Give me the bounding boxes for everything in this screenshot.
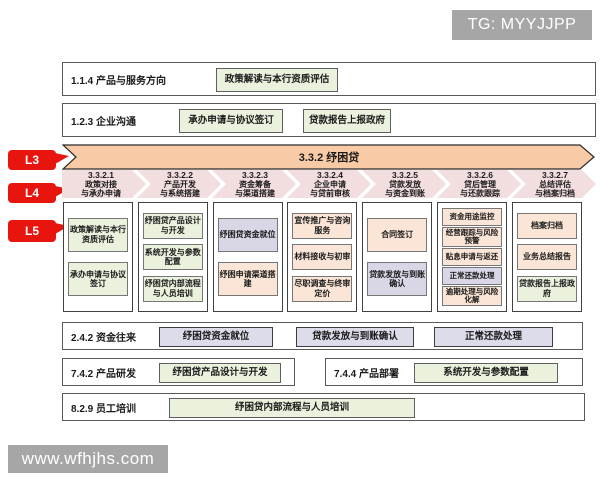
process-step-box: 贷款发放与到账确认 (367, 262, 428, 297)
phase-column-7: 档案归档 业务总结报告 贷款报告上报政府 (512, 202, 582, 312)
lane-label: 1.2.3 企业沟通 (71, 116, 137, 128)
phase-id: 3.3.2.1 (88, 169, 114, 180)
phase-chevron-row: 3.3.2.1 政策对接 与承办申请 3.3.2.2 产品开发 与系统搭建 3.… (62, 170, 596, 198)
phase-title-line2: 与承办申请 (81, 189, 121, 199)
process-step-box: 材料接收与初审 (292, 244, 353, 270)
lane-product-rnd: 7.4.2 产品研发 纾困贷产品设计与开发 (62, 358, 295, 386)
phase-chevron-2: 3.3.2.2 产品开发 与系统搭建 (137, 170, 221, 198)
phase-title-line1: 贷款发放 (389, 179, 421, 189)
process-step-box: 尽职调查与终审定价 (292, 275, 353, 302)
process-step-box: 资金用途监控 (442, 208, 502, 227)
lane-label: 1.1.4 产品与服务方向 (71, 75, 167, 87)
process-step-box: 承办申请与协议签订 (68, 262, 128, 297)
phase-title-line2: 与贷前审核 (310, 189, 350, 199)
phase-id: 3.3.2.4 (317, 169, 343, 180)
level-badge-l5: L5 (8, 220, 69, 242)
phase-title-line2: 与还款跟踪 (460, 189, 500, 199)
phase-chevron-5: 3.3.2.5 贷款发放 与资金到账 (362, 170, 446, 198)
phase-banner-arrow: 3.3.2 纾困贷 (62, 144, 596, 170)
watermark: www.wfhjhs.com (8, 445, 168, 473)
lane-products-services: 1.1.4 产品与服务方向 政策解读与本行资质评估 (62, 62, 596, 96)
process-step-box: 正常还款处理 (442, 267, 502, 286)
phase-id: 3.3.2.3 (242, 169, 268, 180)
phase-chevron-3: 3.3.2.3 资金筹备 与渠道搭建 (212, 170, 296, 198)
process-step-box: 宣传推广与咨询服务 (292, 212, 353, 239)
lane-label: 7.4.4 产品部署 (334, 368, 400, 380)
phase-title-line1: 贷后管理 (464, 179, 496, 189)
lane-label: 2.4.2 资金往来 (71, 332, 137, 344)
process-step-box: 档案归档 (517, 212, 577, 239)
lane-enterprise-communication: 1.2.3 企业沟通 承办申请与协议签订 贷款报告上报政府 (62, 103, 596, 137)
phase-id: 3.3.2.6 (467, 169, 493, 180)
phase-id: 3.3.2.2 (167, 169, 193, 180)
phase-title-line2: 与系统搭建 (160, 189, 200, 199)
phase-title-line1: 总结评估 (539, 179, 571, 189)
banner-arrow-shape (62, 144, 595, 170)
process-step-box: 经营跟踪与风险预警 (442, 227, 502, 247)
activity-box: 正常还款处理 (434, 327, 553, 347)
activity-box: 政策解读与本行资质评估 (216, 68, 338, 92)
banner-label: 3.3.2 纾困贷 (298, 152, 360, 164)
lane-label: 8.2.9 员工培训 (71, 403, 137, 415)
lane-funds-flow: 2.4.2 资金往来 纾困贷资金就位 贷款发放与到账确认 正常还款处理 (62, 322, 583, 350)
phase-chevron-6: 3.3.2.6 贷后管理 与还款跟踪 (437, 170, 521, 198)
process-step-box: 贴息申请与返还 (442, 247, 502, 266)
process-step-box: 合同签订 (367, 217, 428, 252)
activity-box: 贷款发放与到账确认 (296, 327, 414, 347)
process-step-box: 纾困贷资金就位 (217, 217, 278, 252)
phase-column-4: 宣传推广与咨询服务 材料接收与初审 尽职调查与终审定价 (287, 202, 358, 312)
phase-column-2: 纾困贷产品设计与开发 系统开发与参数配置 纾困贷内部流程与人员培训 (137, 202, 208, 312)
activity-box: 系统开发与参数配置 (414, 363, 558, 383)
phase-column-3: 纾困贷资金就位 纾困申请渠道搭建 (212, 202, 283, 312)
lane-label: 7.4.2 产品研发 (71, 368, 137, 380)
phase-title-line2: 与渠道搭建 (235, 189, 275, 199)
process-step-box: 纾困贷产品设计与开发 (142, 212, 203, 239)
phase-column-6: 资金用途监控 经营跟踪与风险预警 贴息申请与返还 正常还款处理 逾期处理与风险化… (437, 202, 507, 312)
phase-title-line1: 政策对接 (85, 179, 117, 189)
process-step-box: 纾困申请渠道搭建 (217, 262, 278, 297)
activity-box: 纾困贷资金就位 (159, 327, 273, 347)
phase-title-line2: 与资金到账 (385, 189, 425, 199)
process-step-box: 业务总结报告 (517, 244, 577, 270)
phase-column-5: 合同签订 贷款发放与到账确认 (362, 202, 433, 312)
phase-title-line1: 资金筹备 (239, 179, 271, 189)
process-step-box: 贷款报告上报政府 (517, 275, 577, 302)
phase-column-1: 政策解读与本行资质评估 承办申请与协议签订 (63, 202, 133, 312)
activity-box: 承办申请与协议签订 (179, 109, 283, 133)
phase-title-line2: 与档案归档 (535, 189, 575, 199)
lane-staff-training: 8.2.9 员工培训 纾困贷内部流程与人员培训 (62, 393, 585, 421)
lane-product-deploy: 7.4.4 产品部署 系统开发与参数配置 (325, 358, 583, 386)
process-step-box: 逾期处理与风险化解 (442, 286, 502, 306)
process-step-box: 政策解读与本行资质评估 (68, 217, 128, 252)
phase-chevron-1: 3.3.2.1 政策对接 与承办申请 (62, 170, 146, 198)
tg-tag: TG: MYYJJPP (452, 10, 592, 40)
level-badge-l3: L3 (8, 150, 69, 170)
phase-chevron-4: 3.3.2.4 企业申请 与贷前审核 (287, 170, 371, 198)
level-badge-l4: L4 (8, 183, 69, 203)
process-step-box: 纾困贷内部流程与人员培训 (142, 275, 203, 302)
process-step-box: 系统开发与参数配置 (142, 244, 203, 270)
phase-title-line1: 企业申请 (314, 179, 346, 189)
phase-id: 3.3.2.5 (392, 169, 418, 180)
phase-id: 3.3.2.7 (542, 169, 568, 180)
activity-box: 纾困贷内部流程与人员培训 (169, 398, 415, 418)
phase-chevron-7: 3.3.2.7 总结评估 与档案归档 (512, 170, 596, 198)
activity-box: 贷款报告上报政府 (303, 109, 391, 133)
activity-box: 纾困贷产品设计与开发 (159, 363, 281, 383)
phase-title-line1: 产品开发 (164, 179, 196, 189)
